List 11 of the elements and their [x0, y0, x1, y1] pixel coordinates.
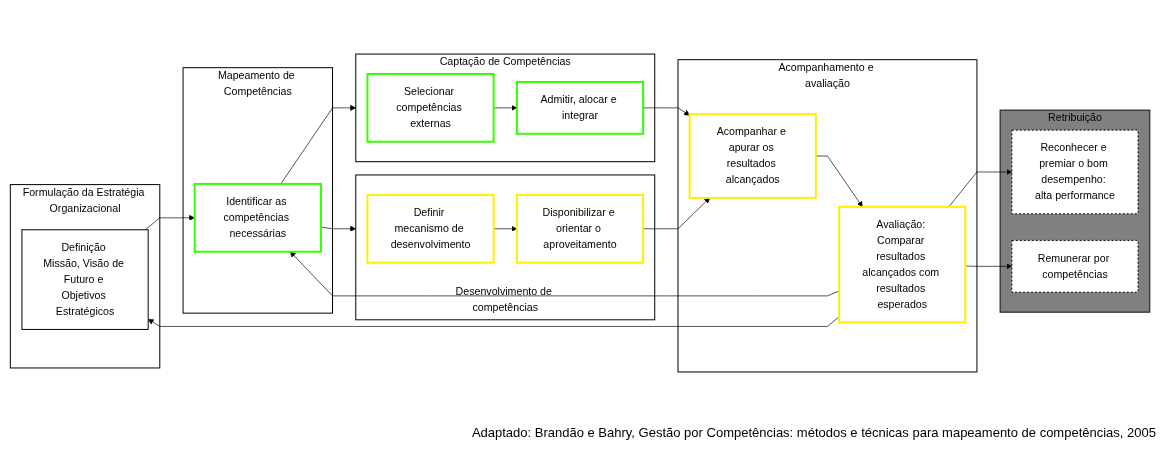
node-box: Admitir, alocar e integrar [515, 80, 645, 135]
node-box: Definição Missão, Visão de Futuro e Objetivos Estratégicos [21, 228, 149, 330]
node-box: Reconhecer e premiar o bom desempenho: alta performance [1011, 129, 1139, 214]
node-box: Remunerar por competências [1011, 239, 1139, 293]
node-box: Definir mecanismo de desenvolvimento [366, 193, 495, 264]
node-box: Selecionar competências externas [366, 72, 495, 143]
node-box: Disponibilizar e orientar o aproveitamento [515, 193, 645, 264]
node-box: Avaliação: Comparar resultados alcançados com resultados esperados [838, 205, 967, 323]
node-box: Acompanhar e apurar os resultados alcançados [688, 112, 817, 199]
node-box: Identificar as competências necessárias [193, 182, 322, 253]
caption: Adaptado: Brandão e Bahry, Gestão por Competências: métodos e técnicas para mapeamento de competências, 2005 [470, 425, 1156, 440]
